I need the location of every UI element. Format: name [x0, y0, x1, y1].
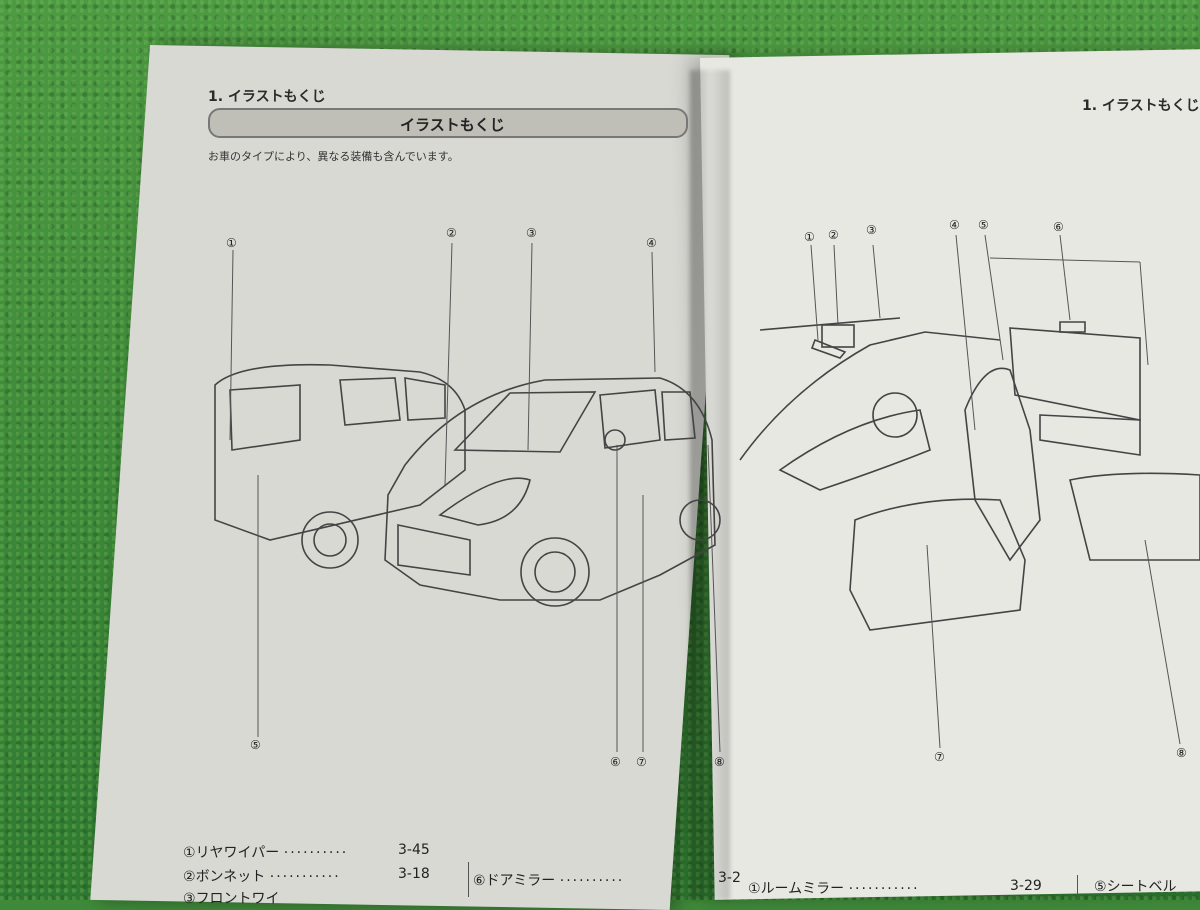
callout-4-left: ④	[646, 236, 657, 250]
right-section-header: 1. イラストもくじ	[1082, 98, 1200, 114]
callout-3-right: ③	[866, 223, 877, 237]
callout-6-left: ⑥	[610, 755, 621, 769]
index-item-2: ②ボンネット ··········· 3-18	[183, 866, 430, 885]
callout-2-right: ②	[828, 228, 839, 242]
list-separator-left	[468, 862, 469, 897]
callout-4-right: ④	[949, 218, 960, 232]
index-item-6: ⑥ドアミラー ·········· 3-2	[473, 870, 741, 889]
front-car-body-shape	[384, 377, 716, 601]
rear-seat	[1069, 472, 1200, 561]
subtitle: お車のタイプにより、異なる装備も含んでいます。	[208, 150, 459, 163]
callout-7-left: ⑦	[636, 755, 647, 769]
callout-5-left: ⑤	[250, 738, 261, 752]
callout-6-right: ⑥	[1053, 220, 1064, 234]
callout-5-right: ⑤	[978, 218, 989, 232]
title-banner: イラストもくじ	[208, 108, 688, 138]
dashboard-outline	[739, 331, 1001, 461]
callout-1-right: ①	[804, 230, 815, 244]
left-section-header: 1. イラストもくじ	[208, 89, 326, 105]
callout-8-right: ⑧	[1176, 746, 1187, 760]
list-separator-right	[1077, 875, 1078, 900]
index-item-right-1: ①ルームミラー ··········· 3-29	[748, 878, 1042, 897]
index-item-1: ①リヤワイパー ·········· 3-45	[183, 842, 430, 861]
index-item-right-5: ⑤シートベル	[1094, 879, 1177, 895]
index-item-3: ③フロントワイ	[183, 891, 280, 907]
front-seat-cushion	[849, 498, 1026, 631]
callout-7-right: ⑦	[934, 750, 945, 764]
callout-8-left: ⑧	[714, 755, 725, 769]
callout-1-left: ①	[226, 236, 237, 250]
callout-2-left: ②	[446, 226, 457, 240]
front-seat-back	[964, 367, 1041, 562]
callout-3-left: ③	[526, 226, 537, 240]
banner-title: イラストもくじ	[400, 116, 505, 134]
